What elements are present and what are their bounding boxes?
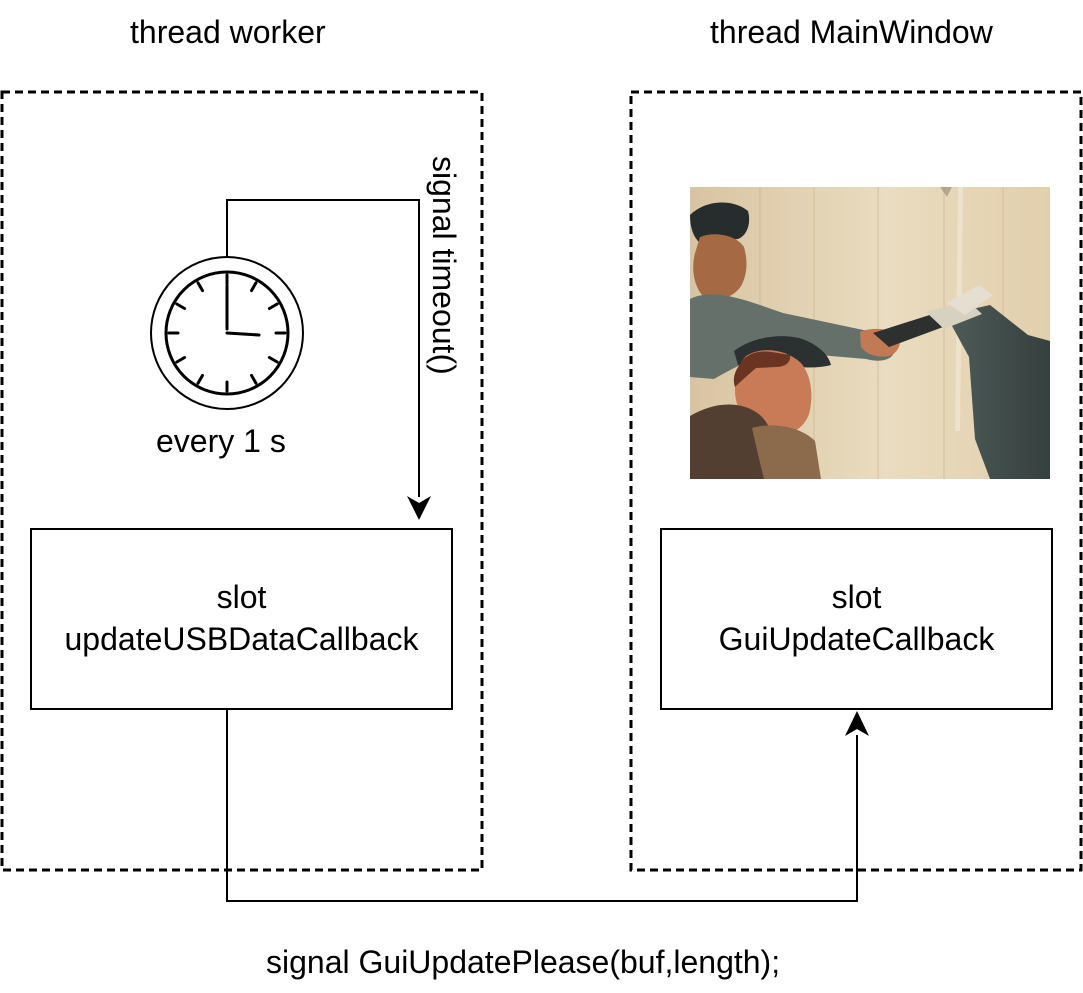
worker-slot-kind: slot <box>216 579 267 616</box>
timer-interval-label: every 1 s <box>156 423 286 459</box>
mainwindow-slot-name: GuiUpdateCallback <box>718 621 995 657</box>
cross-thread-signal-label: signal GuiUpdatePlease(buf,length); <box>266 944 781 980</box>
worker-thread-container <box>0 90 484 872</box>
gui-update-signal-connector <box>226 710 858 902</box>
timeout-arrowhead <box>407 496 431 520</box>
worker-thread-title: thread worker <box>130 14 326 50</box>
mainwindow-slot-box: slot GuiUpdateCallback <box>660 528 1053 710</box>
mainwindow-thread-container <box>629 90 1083 872</box>
worker-slot-name: updateUSBDataCallback <box>64 621 419 657</box>
painting-illustration <box>690 187 1050 479</box>
timeout-signal-connector <box>226 199 420 497</box>
painting-image <box>690 187 1050 479</box>
timeout-signal-label: signal timeout() <box>426 156 462 375</box>
worker-slot-box: slot updateUSBDataCallback <box>30 528 453 710</box>
mainwindow-slot-kind: slot <box>831 579 882 616</box>
clock-icon <box>150 256 304 410</box>
mainwindow-thread-title: thread MainWindow <box>710 14 993 50</box>
gui-update-arrowhead <box>845 711 869 736</box>
